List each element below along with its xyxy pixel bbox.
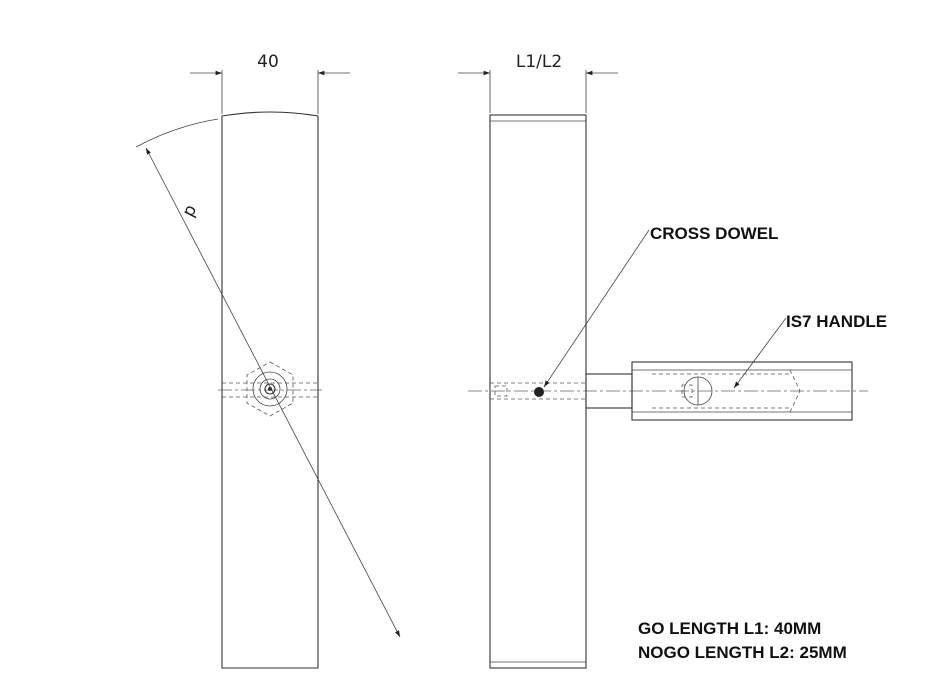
length-dimension: L1/L2 <box>458 52 618 113</box>
cross-dowel-label: CROSS DOWEL <box>650 224 778 243</box>
length-dimension-label: L1/L2 <box>516 52 562 72</box>
handle-label: IS7 HANDLE <box>786 312 887 331</box>
is7-handle <box>631 361 853 421</box>
handle-callout: IS7 HANDLE <box>733 312 887 389</box>
cross-dowel-callout: CROSS DOWEL <box>543 224 778 388</box>
go-length-note: GO LENGTH L1: 40MM <box>638 619 821 638</box>
width-dimension: 40 <box>190 52 350 114</box>
cross-dowel <box>534 387 544 397</box>
nogo-length-note: NOGO LENGTH L2: 25MM <box>638 643 847 662</box>
notes: GO LENGTH L1: 40MM NOGO LENGTH L2: 25MM <box>638 619 847 662</box>
width-dimension-label: 40 <box>257 52 279 72</box>
radius-arc <box>135 118 219 148</box>
side-view: L1/L2 CROSS DOWEL <box>458 52 887 669</box>
front-view: 40 d <box>135 52 401 669</box>
hub-detail <box>218 361 322 417</box>
